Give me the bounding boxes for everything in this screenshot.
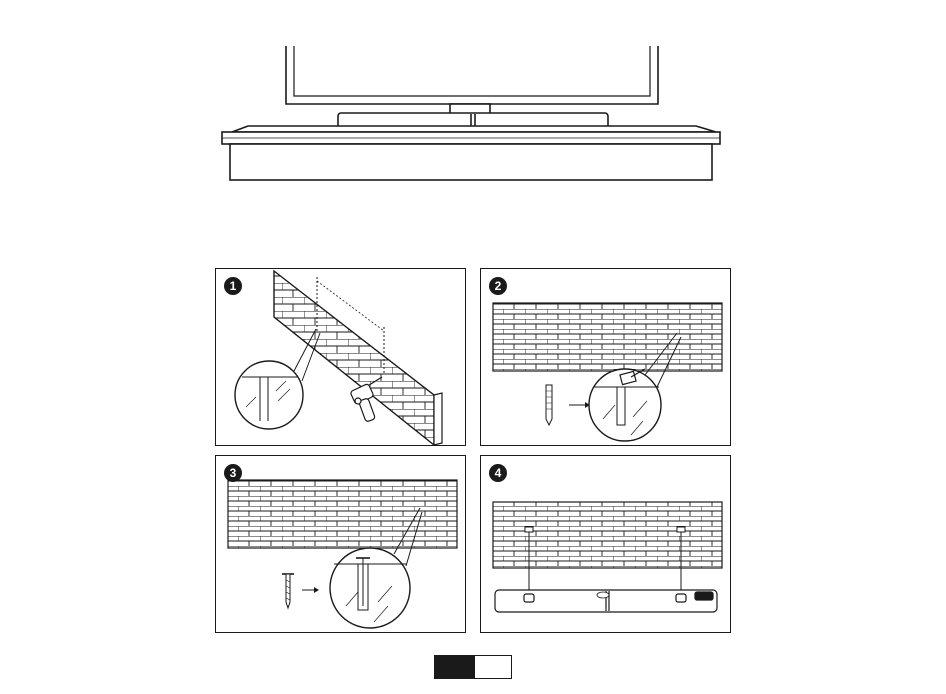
page-tab-dark xyxy=(434,655,474,679)
soundbar-icon xyxy=(495,590,717,612)
tv-icon xyxy=(286,46,658,104)
screw-icon xyxy=(282,574,294,608)
screw-installation-illustration xyxy=(216,456,466,633)
step-4-panel: 4 xyxy=(480,455,731,633)
tv-soundbar-stand-illustration xyxy=(0,0,946,200)
step-number-badge: 1 xyxy=(224,277,242,295)
drilling-illustration xyxy=(216,269,466,446)
anchor-insertion-illustration xyxy=(481,269,731,446)
step-3-panel: 3 xyxy=(215,455,466,633)
wall-anchor-icon xyxy=(546,385,552,425)
soundbar-mounting-illustration xyxy=(481,456,731,633)
page-tab-light xyxy=(474,655,512,679)
step-number-badge: 2 xyxy=(489,277,507,295)
step-number-badge: 3 xyxy=(224,464,242,482)
step-1-panel: 1 xyxy=(215,268,466,446)
step-number-badge: 4 xyxy=(489,464,507,482)
step-2-panel: 2 xyxy=(480,268,731,446)
